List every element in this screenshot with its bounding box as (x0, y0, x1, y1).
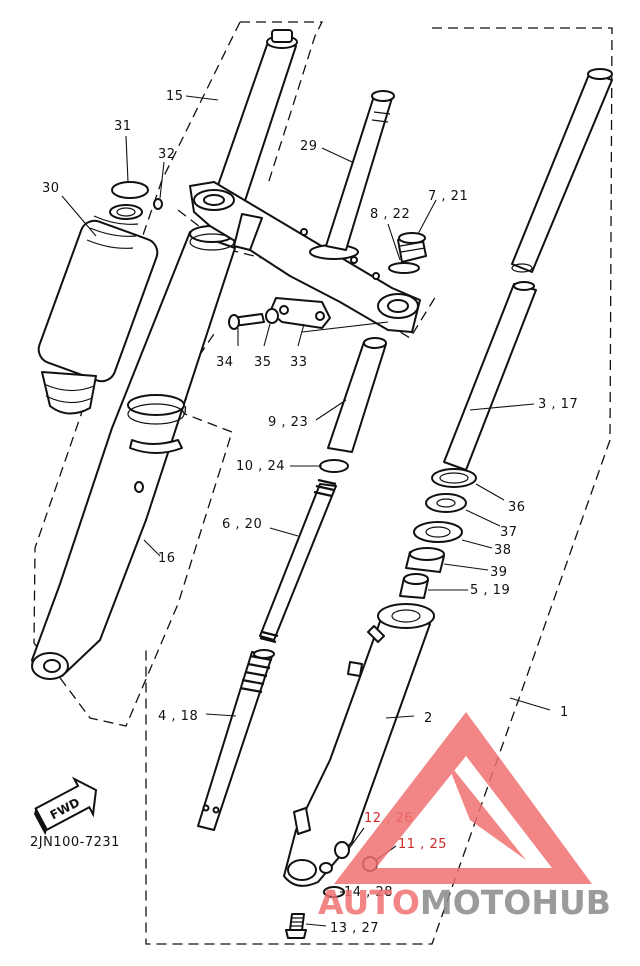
label-33: 33 (290, 355, 308, 370)
circlip-36 (431, 468, 477, 488)
steering-stem (325, 90, 395, 251)
bolt-34 (228, 313, 265, 330)
label-6-20: 6 , 20 (222, 517, 262, 532)
fwd-arrow-icon: FWD (33, 776, 98, 836)
under-bracket (189, 181, 421, 333)
dust-boot (37, 215, 159, 415)
oil-lock-piece-5 (399, 573, 429, 599)
label-4-18: 4 , 18 (158, 709, 198, 724)
label-16: 16 (158, 551, 176, 566)
label-10-24: 10 , 24 (236, 459, 285, 474)
washer-12 (334, 841, 350, 859)
label-15: 15 (166, 89, 184, 104)
bushing-39 (405, 547, 445, 573)
clip-32 (153, 198, 163, 210)
leader-lines (61, 95, 551, 927)
label-1: 1 (560, 705, 569, 720)
bolt-13 (285, 913, 307, 939)
label-11-25: 11 , 25 (398, 837, 447, 852)
label-2: 2 (424, 711, 433, 726)
watermark-text: AUTOMOTOHUB (318, 883, 611, 922)
watermark: AUTOMOTOHUB (318, 712, 611, 922)
fork-spring (259, 478, 337, 644)
label-34: 34 (216, 355, 234, 370)
label-31: 31 (114, 119, 132, 134)
watermark-part-auto: AUTO (318, 883, 420, 922)
label-36: 36 (508, 500, 526, 515)
washer-35 (265, 308, 279, 324)
damper-rod (197, 649, 275, 831)
label-9-23: 9 , 23 (268, 415, 308, 430)
label-14-28: 14 , 28 (344, 885, 393, 900)
cap-bolt (397, 232, 427, 263)
clamp-33 (269, 297, 331, 329)
label-37: 37 (500, 525, 518, 540)
outer-tube-left (31, 225, 236, 680)
label-32: 32 (158, 147, 176, 162)
label-8-22: 8 , 22 (370, 207, 410, 222)
washer-10 (319, 459, 349, 473)
inner-tube-right (443, 68, 613, 471)
spacer-tube (327, 337, 387, 453)
o-ring-8 (388, 262, 420, 274)
label-3-17: 3 , 17 (538, 397, 578, 412)
label-5-19: 5 , 19 (470, 583, 510, 598)
washer-38 (413, 521, 463, 543)
watermark-part-moto: MOTO (420, 883, 531, 922)
watermark-part-hub: HUB (531, 883, 611, 922)
catalog-code: 2JN100-7231 (30, 835, 120, 850)
label-38: 38 (494, 543, 512, 558)
oil-seal-31 (109, 181, 149, 220)
part-labels: 15 31 32 30 29 8 , 22 7 , 21 34 35 33 9 … (42, 89, 578, 936)
oil-seal-37 (425, 493, 467, 513)
watermark-triangle-icon (334, 712, 592, 884)
label-35: 35 (254, 355, 272, 370)
label-29: 29 (300, 139, 318, 154)
outer-tube-right (283, 603, 435, 887)
label-13-27: 13 , 27 (330, 921, 379, 936)
label-7-21: 7 , 21 (428, 189, 468, 204)
label-39: 39 (490, 565, 508, 580)
label-30: 30 (42, 181, 60, 196)
